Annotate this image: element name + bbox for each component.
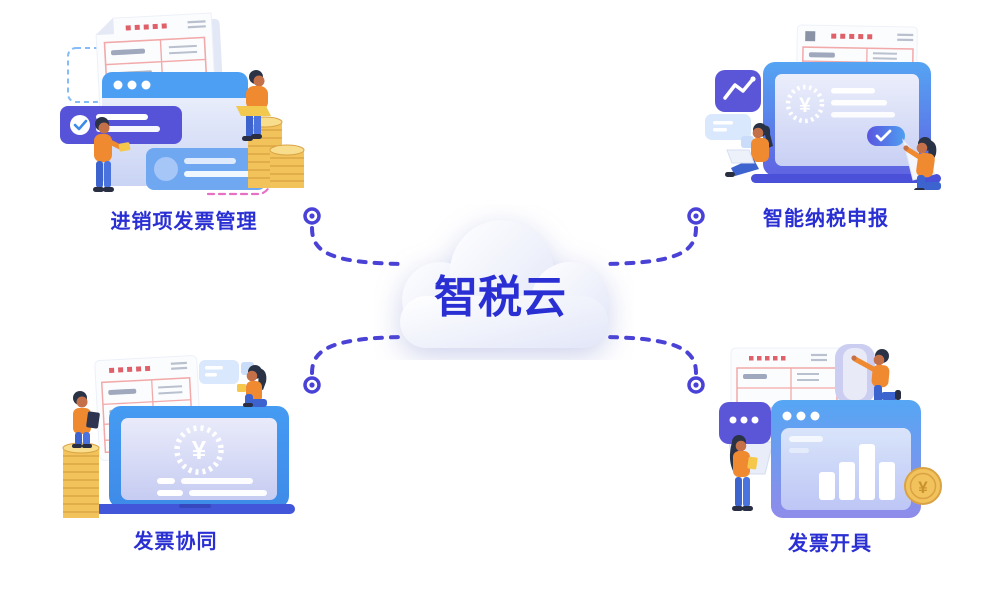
laptop-base bbox=[751, 174, 941, 183]
check-icon bbox=[73, 119, 88, 131]
bar-chart-icon bbox=[819, 444, 895, 500]
feature-label: 进销项发票管理 bbox=[110, 211, 258, 233]
browser-window-icon bbox=[771, 400, 921, 518]
laptop-base bbox=[95, 504, 295, 514]
person-kneeling-plane bbox=[902, 137, 941, 190]
dashed-frame bbox=[67, 47, 105, 103]
central-cloud-title: 智税云 bbox=[434, 273, 566, 322]
check-pill-icon bbox=[867, 126, 905, 146]
laurel-yen-badge-icon: ¥ bbox=[174, 425, 224, 475]
checklist-card-icon bbox=[60, 106, 182, 144]
info-card-icon bbox=[146, 148, 266, 190]
person-kneeling bbox=[237, 365, 267, 407]
speech-bubble-icon bbox=[199, 360, 254, 384]
svg-text:¥: ¥ bbox=[918, 478, 928, 497]
gold-coin-icon: ¥ bbox=[904, 467, 942, 505]
connector-top-right bbox=[602, 207, 705, 266]
illustration-invoice-issuance: ¥ bbox=[719, 344, 942, 518]
cloud-shape bbox=[400, 220, 609, 348]
line-chart-icon bbox=[715, 70, 761, 112]
person-standing bbox=[729, 435, 758, 511]
coin-stack-icon bbox=[62, 442, 100, 518]
laptop-icon bbox=[236, 106, 271, 116]
paper-scroll-icon bbox=[835, 344, 875, 404]
window-dots-icon bbox=[113, 80, 151, 90]
speech-bubble-icon bbox=[705, 114, 754, 148]
laptop-icon: ¥ bbox=[95, 406, 295, 514]
svg-text:¥: ¥ bbox=[799, 94, 811, 117]
feature-invoice-collaboration: ¥ bbox=[53, 350, 298, 553]
illustration-smart-tax-filing: ¥ bbox=[705, 24, 941, 190]
person-climbing bbox=[851, 349, 901, 406]
window-dots-icon bbox=[782, 411, 820, 421]
laurel-yen-badge-icon: ¥ bbox=[785, 84, 825, 124]
laptop-icon: ¥ bbox=[751, 62, 941, 183]
tablet-icon bbox=[86, 411, 100, 429]
person-sitting-laptop bbox=[725, 123, 773, 177]
svg-text:¥: ¥ bbox=[192, 435, 207, 465]
central-cloud: 智税云 bbox=[374, 204, 634, 360]
feature-label: 发票开具 bbox=[788, 533, 872, 555]
feature-label: 发票协同 bbox=[133, 531, 218, 553]
illustration-invoice-collaboration: ¥ bbox=[62, 355, 295, 518]
feature-invoice-issuance: ¥ 发票开具 bbox=[703, 342, 957, 555]
connector-bottom-right bbox=[602, 335, 705, 394]
person-sitting-on-coins bbox=[236, 70, 271, 141]
connector-top-left bbox=[303, 207, 406, 266]
illustration-invoice-management bbox=[60, 12, 305, 196]
person-standing bbox=[93, 117, 131, 192]
connector-bottom-left bbox=[303, 335, 406, 394]
person-standing-on-coins bbox=[72, 391, 100, 448]
feature-smart-tax-filing: ¥ bbox=[700, 22, 952, 230]
feature-invoice-management: 进销项发票管理 bbox=[58, 10, 310, 233]
feature-label: 智能纳税申报 bbox=[763, 208, 889, 230]
